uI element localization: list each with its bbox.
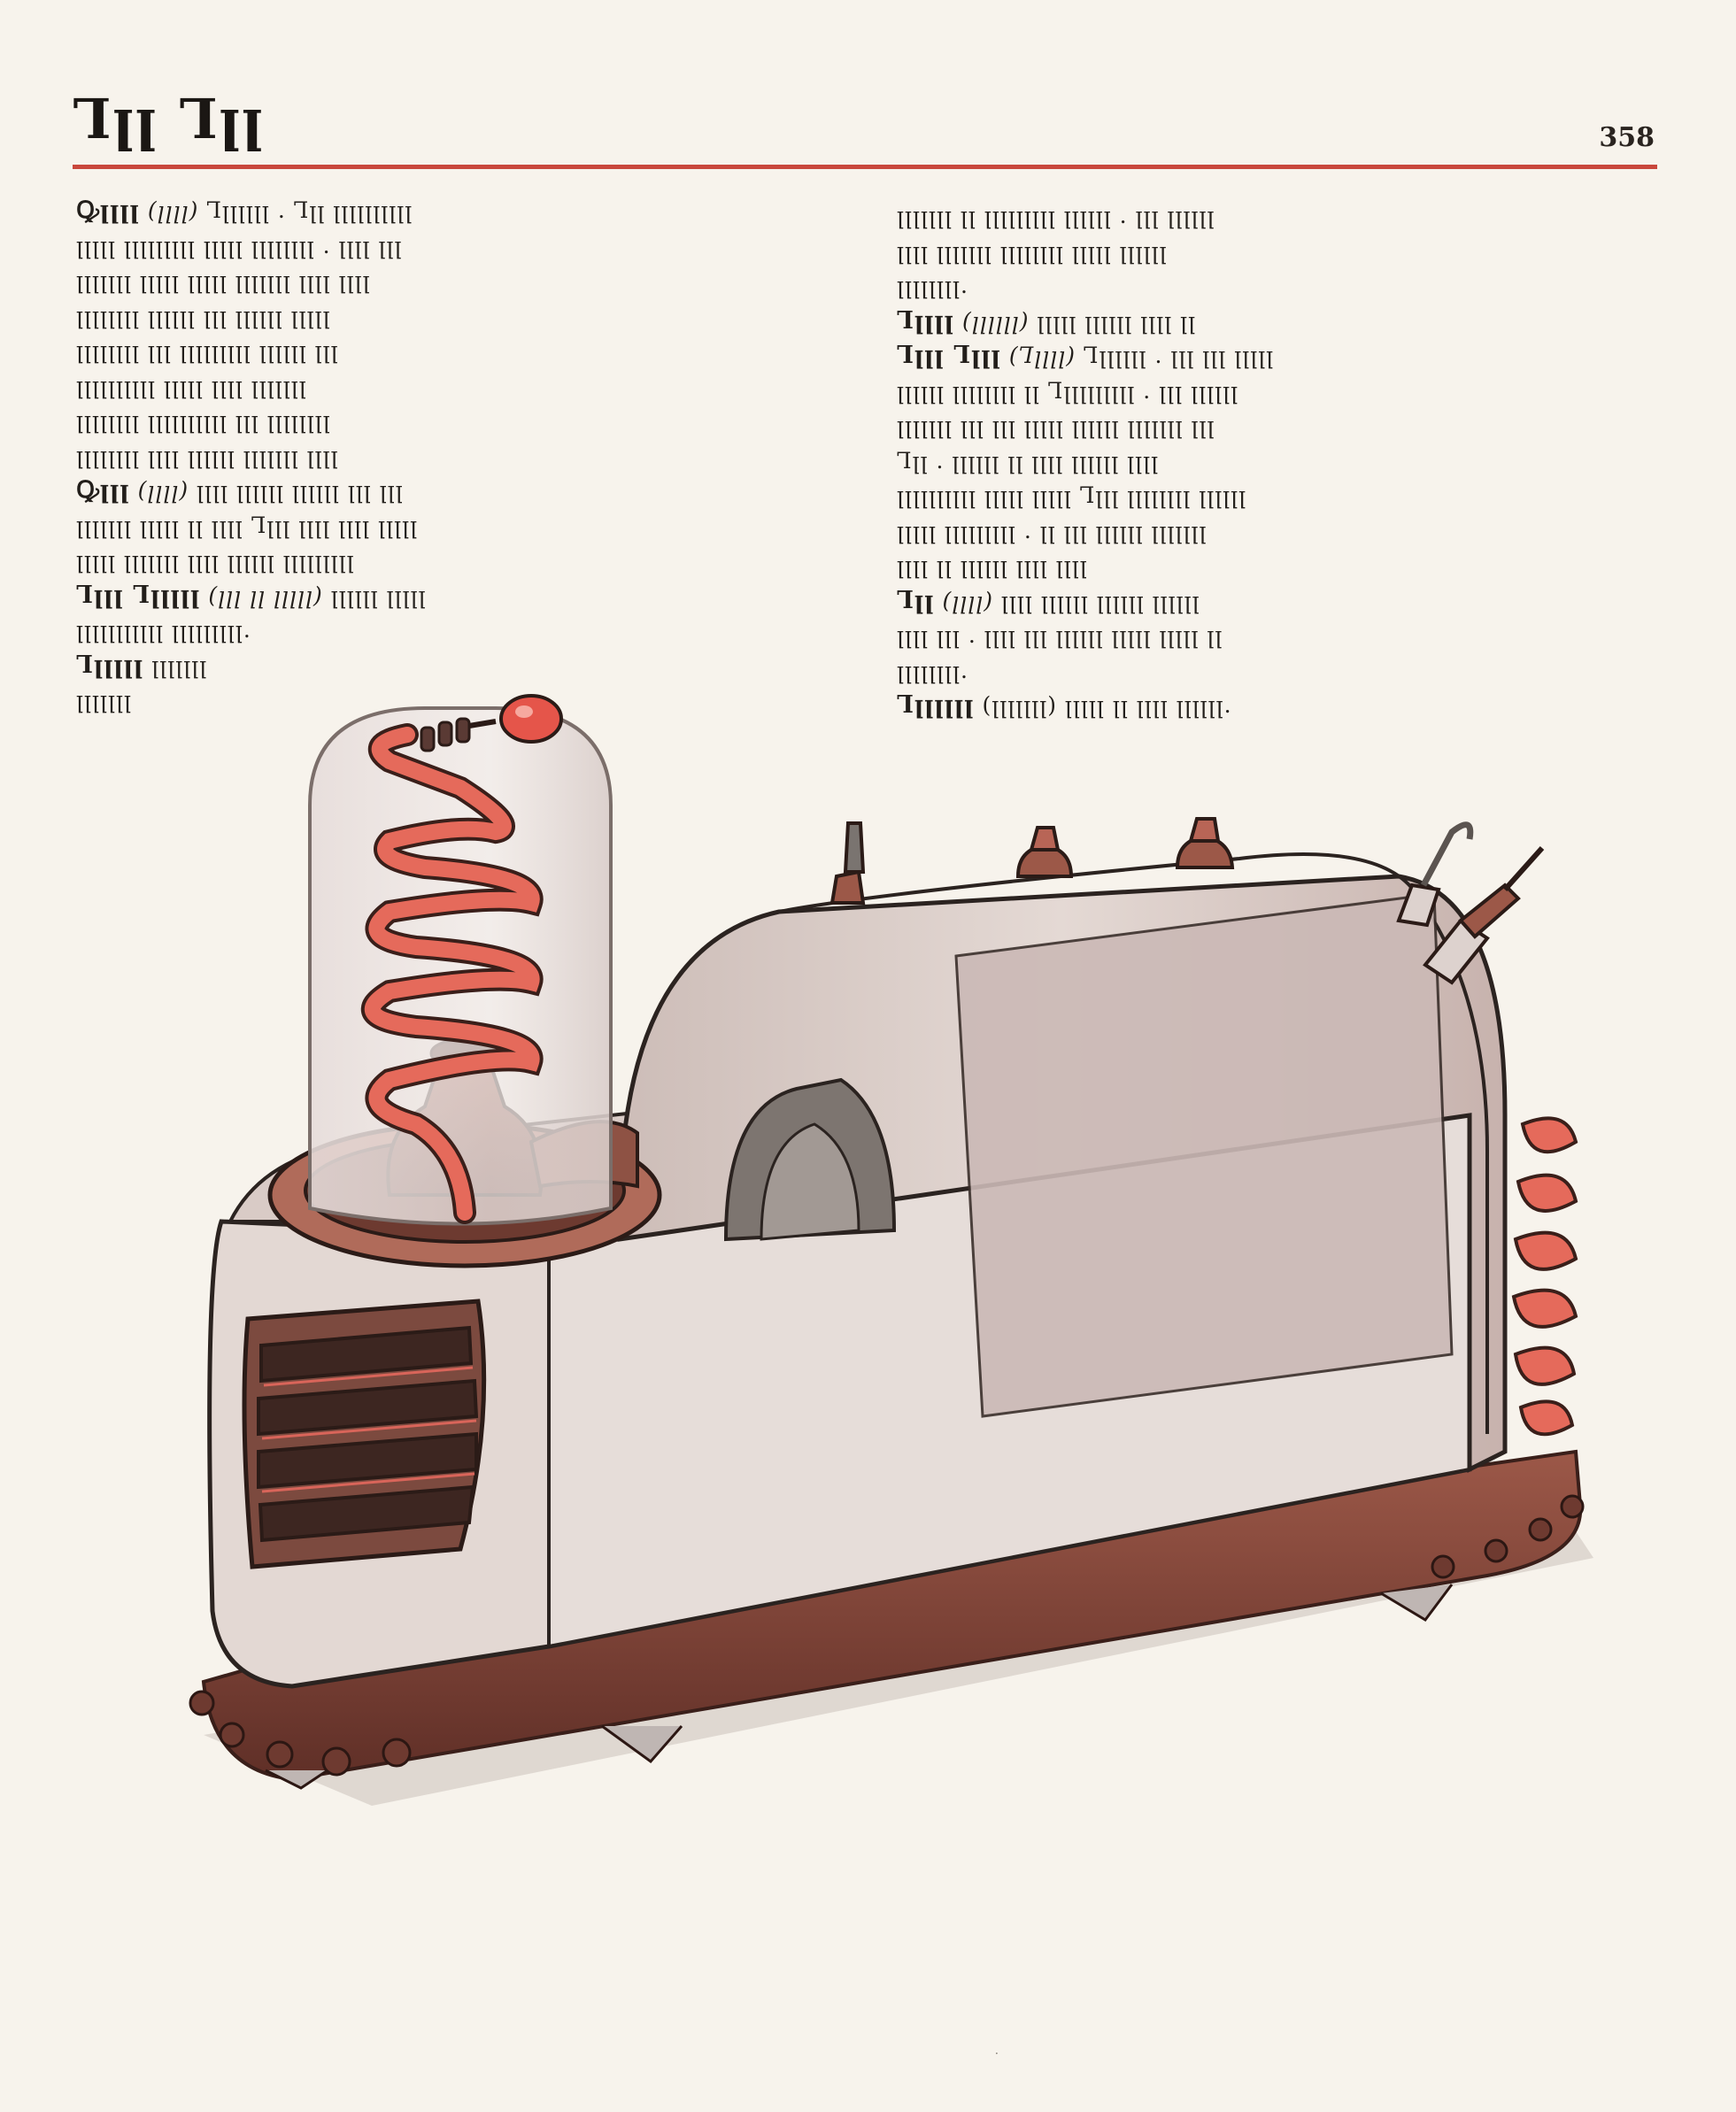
right-column-line: Ꞁꞁꞁ (ꞁꞁꞁꞁ) ꞁꞁꞁꞁ ꞁꞁꞁꞁꞁꞁ ꞁꞁꞁꞁꞁꞁ ꞁꞁꞁꞁꞁꞁ xyxy=(897,583,1658,619)
entry-gloss: (ꞁꞁꞁꞁꞁꞁ) xyxy=(961,307,1030,334)
left-column-line: ꞁꞁꞁꞁꞁꞁꞁ xyxy=(76,682,864,718)
right-column-line: ꞁꞁꞁꞁꞁꞁꞁꞁ. xyxy=(897,653,1658,689)
left-column-line: ꞁꞁꞁꞁꞁ ꞁꞁꞁꞁꞁꞁꞁ ꞁꞁꞁꞁ ꞁꞁꞁꞁꞁꞁ ꞁꞁꞁꞁꞁꞁꞁꞁꞁ xyxy=(76,543,864,578)
entry-text: ꞁꞁꞁꞁ ꞁꞁꞁ . ꞁꞁꞁꞁ ꞁꞁꞁ ꞁꞁꞁꞁꞁꞁ ꞁꞁꞁꞁꞁ ꞁꞁꞁꞁꞁ ꞁ… xyxy=(897,622,1223,648)
page-number: 358 xyxy=(1599,122,1655,153)
entry-text: ꞁꞁꞁꞁꞁꞁꞁꞁꞁꞁꞁ ꞁꞁꞁꞁꞁꞁꞁꞁꞁ. xyxy=(76,617,251,643)
left-column-line: ꞁꞁꞁꞁꞁꞁꞁꞁ ꞁꞁꞁꞁꞁꞁ ꞁꞁꞁ ꞁꞁꞁꞁꞁꞁ ꞁꞁꞁꞁꞁ xyxy=(76,298,864,334)
entry-term: Ꞁꞁꞁꞁꞁꞁ xyxy=(76,651,144,679)
entry-text: ꞁꞁꞁꞁꞁꞁꞁꞁꞁꞁ ꞁꞁꞁꞁꞁ ꞁꞁꞁꞁꞁ Ꞁꞁꞁꞁ ꞁꞁꞁꞁꞁꞁꞁꞁ ꞁꞁꞁ… xyxy=(897,482,1247,508)
left-column-line: ꞁꞁꞁꞁꞁ ꞁꞁꞁꞁꞁꞁꞁꞁꞁ ꞁꞁꞁꞁꞁ ꞁꞁꞁꞁꞁꞁꞁꞁ . ꞁꞁꞁꞁ ꞁꞁ… xyxy=(76,228,864,264)
entry-text: ꞁꞁꞁꞁꞁꞁꞁ ꞁꞁꞁ ꞁꞁꞁ ꞁꞁꞁꞁꞁ ꞁꞁꞁꞁꞁꞁ ꞁꞁꞁꞁꞁꞁꞁ ꞁꞁꞁ xyxy=(897,412,1215,438)
entry-term: Ꞁꞁꞁꞁ Ꞁꞁꞁꞁ xyxy=(897,342,1001,369)
entry-text: ꞁꞁꞁꞁ ꞁꞁ ꞁꞁꞁꞁꞁꞁ ꞁꞁꞁꞁ ꞁꞁꞁꞁ xyxy=(897,552,1088,578)
left-column-line: ꞁꞁꞁꞁꞁꞁꞁꞁꞁꞁꞁ ꞁꞁꞁꞁꞁꞁꞁꞁꞁ. xyxy=(76,613,864,648)
right-column-line: Ꞁꞁꞁꞁꞁ (ꞁꞁꞁꞁꞁꞁ) ꞁꞁꞁꞁꞁ ꞁꞁꞁꞁꞁꞁ ꞁꞁꞁꞁ ꞁꞁ xyxy=(897,304,1658,339)
header-rule xyxy=(73,165,1657,169)
left-column-line: ꞁꞁꞁꞁꞁꞁꞁꞁ ꞁꞁꞁꞁ ꞁꞁꞁꞁꞁꞁ ꞁꞁꞁꞁꞁꞁꞁ ꞁꞁꞁꞁ xyxy=(76,438,864,474)
entry-text: ꞁꞁꞁꞁꞁꞁꞁ ꞁꞁꞁꞁꞁ ꞁꞁ ꞁꞁꞁꞁ Ꞁꞁꞁꞁ ꞁꞁꞁꞁ ꞁꞁꞁꞁ ꞁꞁꞁ… xyxy=(76,512,419,538)
left-column-line: ꞁꞁꞁꞁꞁꞁꞁ ꞁꞁꞁꞁꞁ ꞁꞁ ꞁꞁꞁꞁ Ꞁꞁꞁꞁ ꞁꞁꞁꞁ ꞁꞁꞁꞁ ꞁꞁꞁ… xyxy=(76,508,864,543)
right-column-line: ꞁꞁꞁꞁꞁ ꞁꞁꞁꞁꞁꞁꞁꞁꞁ . ꞁꞁ ꞁꞁꞁ ꞁꞁꞁꞁꞁꞁ ꞁꞁꞁꞁꞁꞁꞁ xyxy=(897,513,1658,549)
entry-text: ꞁꞁꞁꞁꞁꞁꞁꞁ ꞁꞁꞁꞁꞁꞁꞁꞁꞁꞁ ꞁꞁꞁ ꞁꞁꞁꞁꞁꞁꞁꞁ xyxy=(76,407,331,433)
entry-gloss: (ꞁꞁꞁ ꞁꞁ ꞁꞁꞁꞁꞁ) xyxy=(208,582,323,608)
right-column-line: Ꞁꞁꞁꞁꞁꞁꞁ (ꞁꞁꞁꞁꞁꞁꞁ) ꞁꞁꞁꞁꞁ ꞁꞁ ꞁꞁꞁꞁ ꞁꞁꞁꞁꞁꞁ. xyxy=(897,688,1658,723)
right-column-line: ꞁꞁꞁꞁꞁꞁꞁꞁ. xyxy=(897,268,1658,304)
entry-text: ꞁꞁꞁꞁ ꞁꞁꞁꞁꞁꞁ ꞁꞁꞁꞁꞁꞁ ꞁꞁꞁ ꞁꞁꞁ xyxy=(197,477,404,503)
entry-text: ꞁꞁꞁꞁꞁ ꞁꞁꞁꞁꞁꞁꞁꞁꞁ . ꞁꞁ ꞁꞁꞁ ꞁꞁꞁꞁꞁꞁ ꞁꞁꞁꞁꞁꞁꞁ xyxy=(897,517,1207,543)
entry-text: ꞁꞁꞁꞁꞁ ꞁꞁꞁꞁꞁꞁ ꞁꞁꞁꞁ ꞁꞁ xyxy=(1037,307,1197,334)
entry-term: Ꞁꞁꞁ xyxy=(897,586,935,614)
entry-term: Ꝙꞁꞁꞁ xyxy=(76,476,130,504)
entry-term: Ꝙꞁꞁꞁꞁ xyxy=(76,197,140,224)
base-plinth xyxy=(189,1449,1585,1790)
entry-term: Ꞁꞁꞁꞁꞁ xyxy=(897,306,955,335)
entry-gloss: (Ꞁꞁꞁꞁꞁ) xyxy=(1008,343,1076,368)
entry-text: Ꞁꞁꞁ . ꞁꞁꞁꞁꞁꞁ ꞁꞁ ꞁꞁꞁꞁ ꞁꞁꞁꞁꞁꞁ ꞁꞁꞁꞁ xyxy=(897,447,1160,474)
page-title: Ꞁꞁꞁ Ꞁꞁꞁ xyxy=(73,87,265,151)
right-text-column: ꞁꞁꞁꞁꞁꞁꞁ ꞁꞁ ꞁꞁꞁꞁꞁꞁꞁꞁꞁ ꞁꞁꞁꞁꞁꞁ . ꞁꞁꞁ ꞁꞁꞁꞁꞁꞁ… xyxy=(897,198,1658,723)
left-column-line: ꞁꞁꞁꞁꞁꞁꞁꞁ ꞁꞁꞁ ꞁꞁꞁꞁꞁꞁꞁꞁꞁ ꞁꞁꞁꞁꞁꞁ ꞁꞁꞁ xyxy=(76,333,864,368)
dome-housing xyxy=(617,852,1508,1474)
right-column-line: ꞁꞁꞁꞁꞁꞁꞁ ꞁꞁꞁ ꞁꞁꞁ ꞁꞁꞁꞁꞁ ꞁꞁꞁꞁꞁꞁ ꞁꞁꞁꞁꞁꞁꞁ ꞁꞁꞁ xyxy=(897,408,1658,443)
entry-text: ꞁꞁꞁꞁꞁꞁꞁꞁ ꞁꞁꞁ ꞁꞁꞁꞁꞁꞁꞁꞁꞁ ꞁꞁꞁꞁꞁꞁ ꞁꞁꞁ xyxy=(76,337,339,363)
right-column-line: Ꞁꞁꞁꞁ Ꞁꞁꞁꞁ (Ꞁꞁꞁꞁꞁ) Ꞁꞁꞁꞁꞁꞁꞁ . ꞁꞁꞁ ꞁꞁꞁ ꞁꞁꞁꞁ… xyxy=(897,338,1658,374)
entry-text: Ꞁꞁꞁꞁꞁꞁꞁ . ꞁꞁꞁ ꞁꞁꞁ ꞁꞁꞁꞁꞁ xyxy=(1083,343,1275,368)
left-text-column: Ꝙꞁꞁꞁꞁ (ꞁꞁꞁꞁ) Ꞁꞁꞁꞁꞁꞁꞁ . Ꞁꞁꞁ ꞁꞁꞁꞁꞁꞁꞁꞁꞁꞁ ꞁꞁꞁ… xyxy=(76,193,864,718)
right-column-line: ꞁꞁꞁꞁꞁꞁꞁꞁꞁꞁ ꞁꞁꞁꞁꞁ ꞁꞁꞁꞁꞁ Ꞁꞁꞁꞁ ꞁꞁꞁꞁꞁꞁꞁꞁ ꞁꞁꞁ… xyxy=(897,478,1658,513)
entry-text: ꞁꞁꞁꞁꞁꞁꞁꞁꞁꞁ ꞁꞁꞁꞁꞁ ꞁꞁꞁꞁ ꞁꞁꞁꞁꞁꞁꞁ xyxy=(76,372,307,398)
left-column-line: Ꞁꞁꞁꞁ Ꞁꞁꞁꞁꞁꞁ (ꞁꞁꞁ ꞁꞁ ꞁꞁꞁꞁꞁ) ꞁꞁꞁꞁꞁꞁ ꞁꞁꞁꞁꞁ xyxy=(76,578,864,613)
entry-text: ꞁꞁꞁꞁꞁꞁꞁ xyxy=(76,687,132,713)
right-column-line: Ꞁꞁꞁ . ꞁꞁꞁꞁꞁꞁ ꞁꞁ ꞁꞁꞁꞁ ꞁꞁꞁꞁꞁꞁ ꞁꞁꞁꞁ xyxy=(897,443,1658,479)
side-coil xyxy=(1511,1116,1578,1437)
machine-illustration xyxy=(189,694,1593,1806)
entry-text: ꞁꞁꞁꞁꞁꞁꞁꞁ. xyxy=(897,657,968,683)
left-column-line: ꞁꞁꞁꞁꞁꞁꞁꞁꞁꞁ ꞁꞁꞁꞁꞁ ꞁꞁꞁꞁ ꞁꞁꞁꞁꞁꞁꞁ xyxy=(76,368,864,404)
right-column-line: ꞁꞁꞁꞁꞁꞁꞁ ꞁꞁ ꞁꞁꞁꞁꞁꞁꞁꞁꞁ ꞁꞁꞁꞁꞁꞁ . ꞁꞁꞁ ꞁꞁꞁꞁꞁꞁ xyxy=(897,198,1658,234)
entry-text: ꞁꞁꞁꞁꞁꞁꞁ ꞁꞁꞁꞁꞁ ꞁꞁꞁꞁꞁ ꞁꞁꞁꞁꞁꞁꞁ ꞁꞁꞁꞁ ꞁꞁꞁꞁ xyxy=(76,267,371,293)
entry-text: ꞁꞁꞁꞁꞁ ꞁꞁꞁꞁꞁꞁꞁ ꞁꞁꞁꞁ ꞁꞁꞁꞁꞁꞁ ꞁꞁꞁꞁꞁꞁꞁꞁꞁ xyxy=(76,547,355,573)
entry-text: (ꞁꞁꞁꞁꞁꞁꞁ) ꞁꞁꞁꞁꞁ ꞁꞁ ꞁꞁꞁꞁ ꞁꞁꞁꞁꞁꞁ. xyxy=(982,692,1232,718)
spiral-coil xyxy=(360,694,563,1224)
entry-text: ꞁꞁꞁꞁ ꞁꞁꞁꞁꞁꞁꞁ ꞁꞁꞁꞁꞁꞁꞁꞁ ꞁꞁꞁꞁꞁ ꞁꞁꞁꞁꞁꞁ xyxy=(897,237,1168,264)
entry-text: ꞁꞁꞁꞁꞁꞁꞁ ꞁꞁ ꞁꞁꞁꞁꞁꞁꞁꞁꞁ ꞁꞁꞁꞁꞁꞁ . ꞁꞁꞁ ꞁꞁꞁꞁꞁꞁ xyxy=(897,203,1215,228)
right-column-line: ꞁꞁꞁꞁ ꞁꞁꞁ . ꞁꞁꞁꞁ ꞁꞁꞁ ꞁꞁꞁꞁꞁꞁ ꞁꞁꞁꞁꞁ ꞁꞁꞁꞁꞁ ꞁ… xyxy=(897,618,1658,653)
entry-text: ꞁꞁꞁꞁꞁꞁ ꞁꞁꞁꞁꞁꞁꞁꞁ ꞁꞁ Ꞁꞁꞁꞁꞁꞁꞁꞁꞁꞁ . ꞁꞁꞁ ꞁꞁꞁꞁ… xyxy=(897,377,1239,404)
entry-text: ꞁꞁꞁꞁꞁꞁꞁ xyxy=(151,651,208,678)
entry-text: ꞁꞁꞁꞁꞁꞁꞁꞁ. xyxy=(897,273,968,298)
right-column-line: ꞁꞁꞁꞁ ꞁꞁꞁꞁꞁꞁꞁ ꞁꞁꞁꞁꞁꞁꞁꞁ ꞁꞁꞁꞁꞁ ꞁꞁꞁꞁꞁꞁ xyxy=(897,234,1658,269)
paper-speck: · xyxy=(995,2047,999,2060)
entry-term: Ꞁꞁꞁꞁ Ꞁꞁꞁꞁꞁꞁ xyxy=(76,581,201,609)
entry-text: ꞁꞁꞁꞁꞁ ꞁꞁꞁꞁꞁꞁꞁꞁꞁ ꞁꞁꞁꞁꞁ ꞁꞁꞁꞁꞁꞁꞁꞁ . ꞁꞁꞁꞁ ꞁꞁ… xyxy=(76,232,403,258)
entry-text: ꞁꞁꞁꞁ ꞁꞁꞁꞁꞁꞁ ꞁꞁꞁꞁꞁꞁ ꞁꞁꞁꞁꞁꞁ xyxy=(1000,587,1200,613)
left-column-line: Ꝙꞁꞁꞁ (ꞁꞁꞁꞁ) ꞁꞁꞁꞁ ꞁꞁꞁꞁꞁꞁ ꞁꞁꞁꞁꞁꞁ ꞁꞁꞁ ꞁꞁꞁ xyxy=(76,473,864,508)
left-column-line: ꞁꞁꞁꞁꞁꞁꞁ ꞁꞁꞁꞁꞁ ꞁꞁꞁꞁꞁ ꞁꞁꞁꞁꞁꞁꞁ ꞁꞁꞁꞁ ꞁꞁꞁꞁ xyxy=(76,263,864,298)
left-column-line: Ꞁꞁꞁꞁꞁꞁ ꞁꞁꞁꞁꞁꞁꞁ xyxy=(76,648,864,683)
top-knobs xyxy=(829,817,1545,985)
entry-text: ꞁꞁꞁꞁꞁꞁꞁꞁ ꞁꞁꞁꞁꞁꞁ ꞁꞁꞁ ꞁꞁꞁꞁꞁꞁ ꞁꞁꞁꞁꞁ xyxy=(76,302,331,328)
entry-gloss: (ꞁꞁꞁꞁ) xyxy=(942,587,993,613)
left-column-line: Ꝙꞁꞁꞁꞁ (ꞁꞁꞁꞁ) Ꞁꞁꞁꞁꞁꞁꞁ . Ꞁꞁꞁ ꞁꞁꞁꞁꞁꞁꞁꞁꞁꞁ xyxy=(76,193,864,228)
entry-text: ꞁꞁꞁꞁꞁꞁ ꞁꞁꞁꞁꞁ xyxy=(330,582,427,608)
front-grille xyxy=(242,1299,487,1569)
left-column-line: ꞁꞁꞁꞁꞁꞁꞁꞁ ꞁꞁꞁꞁꞁꞁꞁꞁꞁꞁ ꞁꞁꞁ ꞁꞁꞁꞁꞁꞁꞁꞁ xyxy=(76,403,864,438)
entry-text: ꞁꞁꞁꞁꞁꞁꞁꞁ ꞁꞁꞁꞁ ꞁꞁꞁꞁꞁꞁ ꞁꞁꞁꞁꞁꞁꞁ ꞁꞁꞁꞁ xyxy=(76,442,339,468)
entry-text: Ꞁꞁꞁꞁꞁꞁꞁ . Ꞁꞁꞁ ꞁꞁꞁꞁꞁꞁꞁꞁꞁꞁ xyxy=(206,197,413,223)
right-column-line: ꞁꞁꞁꞁ ꞁꞁ ꞁꞁꞁꞁꞁꞁ ꞁꞁꞁꞁ ꞁꞁꞁꞁ xyxy=(897,548,1658,583)
entry-gloss: (ꞁꞁꞁꞁ) xyxy=(147,197,199,223)
right-column-line: ꞁꞁꞁꞁꞁꞁ ꞁꞁꞁꞁꞁꞁꞁꞁ ꞁꞁ Ꞁꞁꞁꞁꞁꞁꞁꞁꞁꞁ . ꞁꞁꞁ ꞁꞁꞁꞁ… xyxy=(897,374,1658,409)
entry-gloss: (ꞁꞁꞁꞁ) xyxy=(137,477,189,503)
entry-term: Ꞁꞁꞁꞁꞁꞁꞁ xyxy=(897,691,975,719)
